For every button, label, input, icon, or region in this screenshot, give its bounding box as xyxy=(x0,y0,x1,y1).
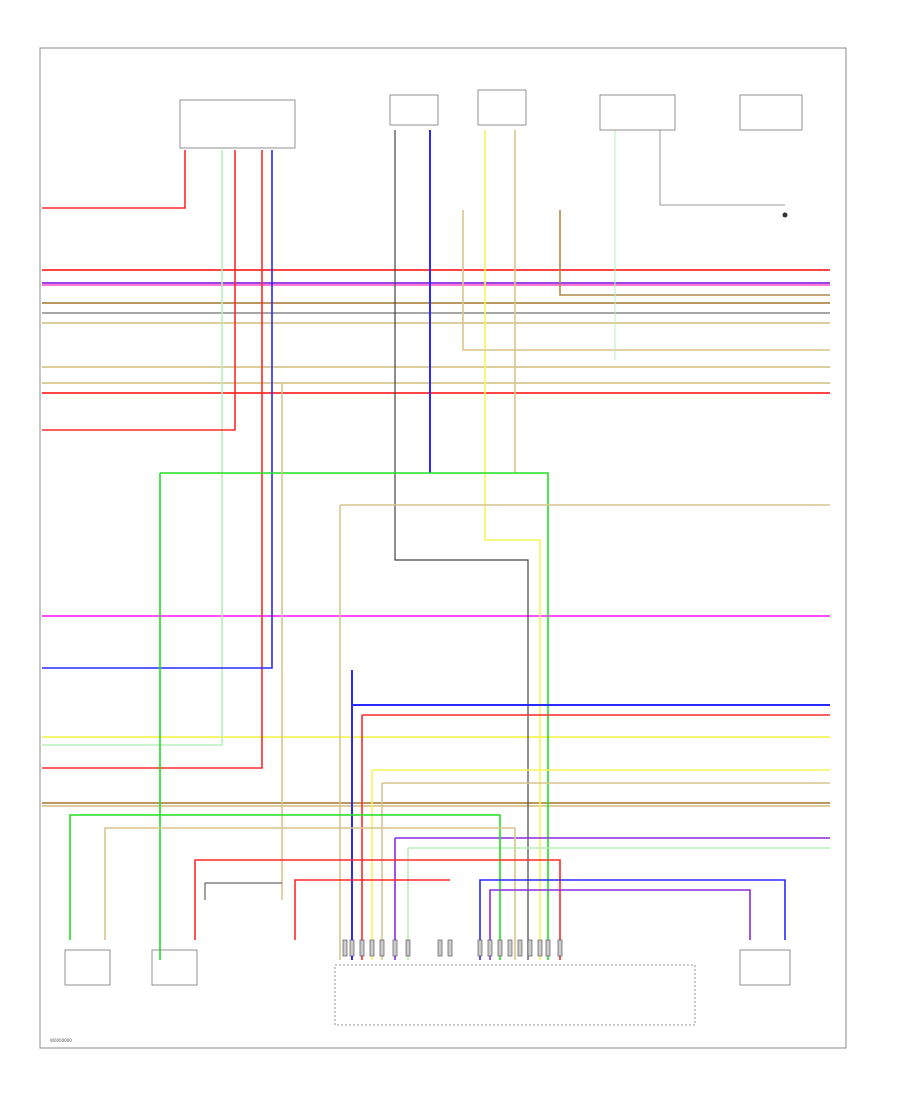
module-pin xyxy=(437,939,443,957)
diagram-frame xyxy=(39,47,847,1049)
riser-wire xyxy=(462,210,830,351)
module-pin xyxy=(487,939,493,957)
module-pin xyxy=(392,939,398,957)
control-module xyxy=(334,964,696,1026)
module-pin xyxy=(517,939,523,957)
riser-wire xyxy=(42,150,186,209)
module-pin xyxy=(379,939,385,957)
module-pin xyxy=(497,939,503,957)
harness-wire xyxy=(489,889,751,960)
harness-wire xyxy=(69,814,501,960)
riser-wire xyxy=(484,130,541,960)
module-pin xyxy=(527,939,533,957)
harness-wire xyxy=(104,827,516,960)
right-rear-sensor xyxy=(739,949,791,986)
module-pin xyxy=(342,939,348,957)
module-pin xyxy=(545,939,551,957)
harness-wire xyxy=(479,879,786,960)
rear-module xyxy=(151,949,198,986)
left-front-sensor xyxy=(389,94,439,126)
riser-wire xyxy=(42,150,223,746)
ground-splice xyxy=(782,212,788,218)
harness-wire xyxy=(204,882,282,900)
module-pin xyxy=(349,939,355,957)
transmission-range-switch xyxy=(179,99,296,149)
module-pin xyxy=(369,939,375,957)
module-pin xyxy=(405,939,411,957)
harness-wire xyxy=(194,859,561,960)
wires xyxy=(42,130,830,960)
riser-wire xyxy=(160,472,549,960)
module-pin xyxy=(557,939,563,957)
left-rear-sensor xyxy=(64,949,111,986)
components xyxy=(64,89,803,1026)
junction-box-a xyxy=(599,94,676,131)
riser-wire xyxy=(42,150,273,669)
riser-wire xyxy=(559,210,830,296)
right-front-sensor xyxy=(477,89,527,126)
module-pin xyxy=(537,939,543,957)
riser-wire xyxy=(42,150,263,769)
junction-box-b xyxy=(739,94,803,131)
footer-code: W0000000 xyxy=(50,1038,72,1043)
riser-wire xyxy=(659,130,785,206)
riser-wire xyxy=(394,130,529,960)
module-pin xyxy=(447,939,453,957)
module-pin xyxy=(507,939,513,957)
module-pin xyxy=(359,939,365,957)
riser-wire xyxy=(42,150,236,431)
module-pin xyxy=(477,939,483,957)
harness-wire xyxy=(294,879,450,940)
